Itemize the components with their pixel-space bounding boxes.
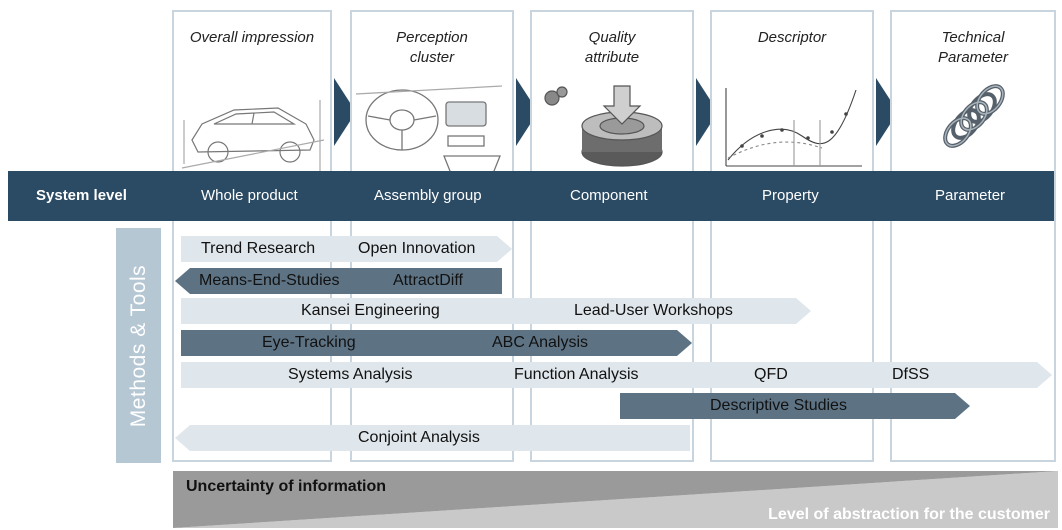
system-level-parameter: Parameter bbox=[935, 187, 1006, 204]
system-level-whole-product: Whole product bbox=[201, 187, 298, 204]
method-systems-analysis: Systems Analysis bbox=[288, 366, 413, 383]
method-trend-research: Trend Research bbox=[201, 240, 316, 257]
system-level-property: Property bbox=[762, 187, 819, 204]
method-arrow-conjoint-analysis: Conjoint Analysis bbox=[175, 425, 690, 451]
method-arrow-trend-open-innovation: Trend Research Open Innovation bbox=[181, 236, 512, 262]
rotary-knob-icon bbox=[532, 80, 692, 178]
method-arrow-eye-tracking-abc: Eye-Tracking ABC Analysis bbox=[181, 330, 692, 356]
method-kansei-engineering: Kansei Engineering bbox=[301, 302, 440, 319]
methods-tools-title: Methods & Tools bbox=[126, 264, 150, 427]
abstraction-label: Level of abstraction for the customer bbox=[768, 506, 1050, 523]
method-eye-tracking: Eye-Tracking bbox=[262, 334, 356, 351]
method-arrow-means-end-attractdiff: Means-End-Studies AttractDiff bbox=[175, 268, 502, 294]
coil-spring-icon bbox=[892, 80, 1054, 178]
method-lead-user-workshops: Lead-User Workshops bbox=[574, 302, 733, 319]
method-descriptive-studies: Descriptive Studies bbox=[710, 397, 847, 414]
column-title: Descriptor bbox=[757, 29, 827, 46]
system-level-bar: System level Whole product Assembly grou… bbox=[8, 171, 1054, 221]
method-dfss: DfSS bbox=[892, 366, 930, 383]
column-title: Perception cluster bbox=[396, 29, 468, 66]
column-title: Technical Parameter bbox=[937, 29, 1009, 66]
method-function-analysis: Function Analysis bbox=[514, 366, 639, 383]
system-level-assembly-group: Assembly group bbox=[374, 187, 482, 204]
column-title: Quality attribute bbox=[584, 29, 640, 66]
methods-tools-band: Methods & Tools bbox=[116, 228, 161, 463]
method-arrow-kansei-lead-user: Kansei Engineering Lead-User Workshops bbox=[181, 298, 811, 324]
method-attractdiff: AttractDiff bbox=[393, 272, 463, 289]
system-level-component: Component bbox=[570, 187, 648, 204]
method-arrow-systems-qfd-dfss: Systems Analysis Function Analysis QFD D… bbox=[181, 362, 1052, 388]
curve-graph-icon bbox=[712, 80, 872, 178]
method-means-end-studies: Means-End-Studies bbox=[199, 272, 340, 289]
car-interior-sketch-icon bbox=[352, 80, 512, 178]
method-open-innovation: Open Innovation bbox=[358, 240, 476, 257]
column-title: Overall impression bbox=[189, 29, 315, 46]
car-sketch-icon bbox=[174, 80, 330, 178]
method-qfd: QFD bbox=[754, 366, 788, 383]
method-conjoint-analysis: Conjoint Analysis bbox=[358, 429, 480, 446]
method-abc-analysis: ABC Analysis bbox=[492, 334, 589, 351]
uncertainty-label: Uncertainty of information bbox=[186, 478, 387, 495]
method-arrow-descriptive-studies: Descriptive Studies bbox=[620, 393, 970, 419]
system-level-title: System level bbox=[36, 187, 127, 204]
